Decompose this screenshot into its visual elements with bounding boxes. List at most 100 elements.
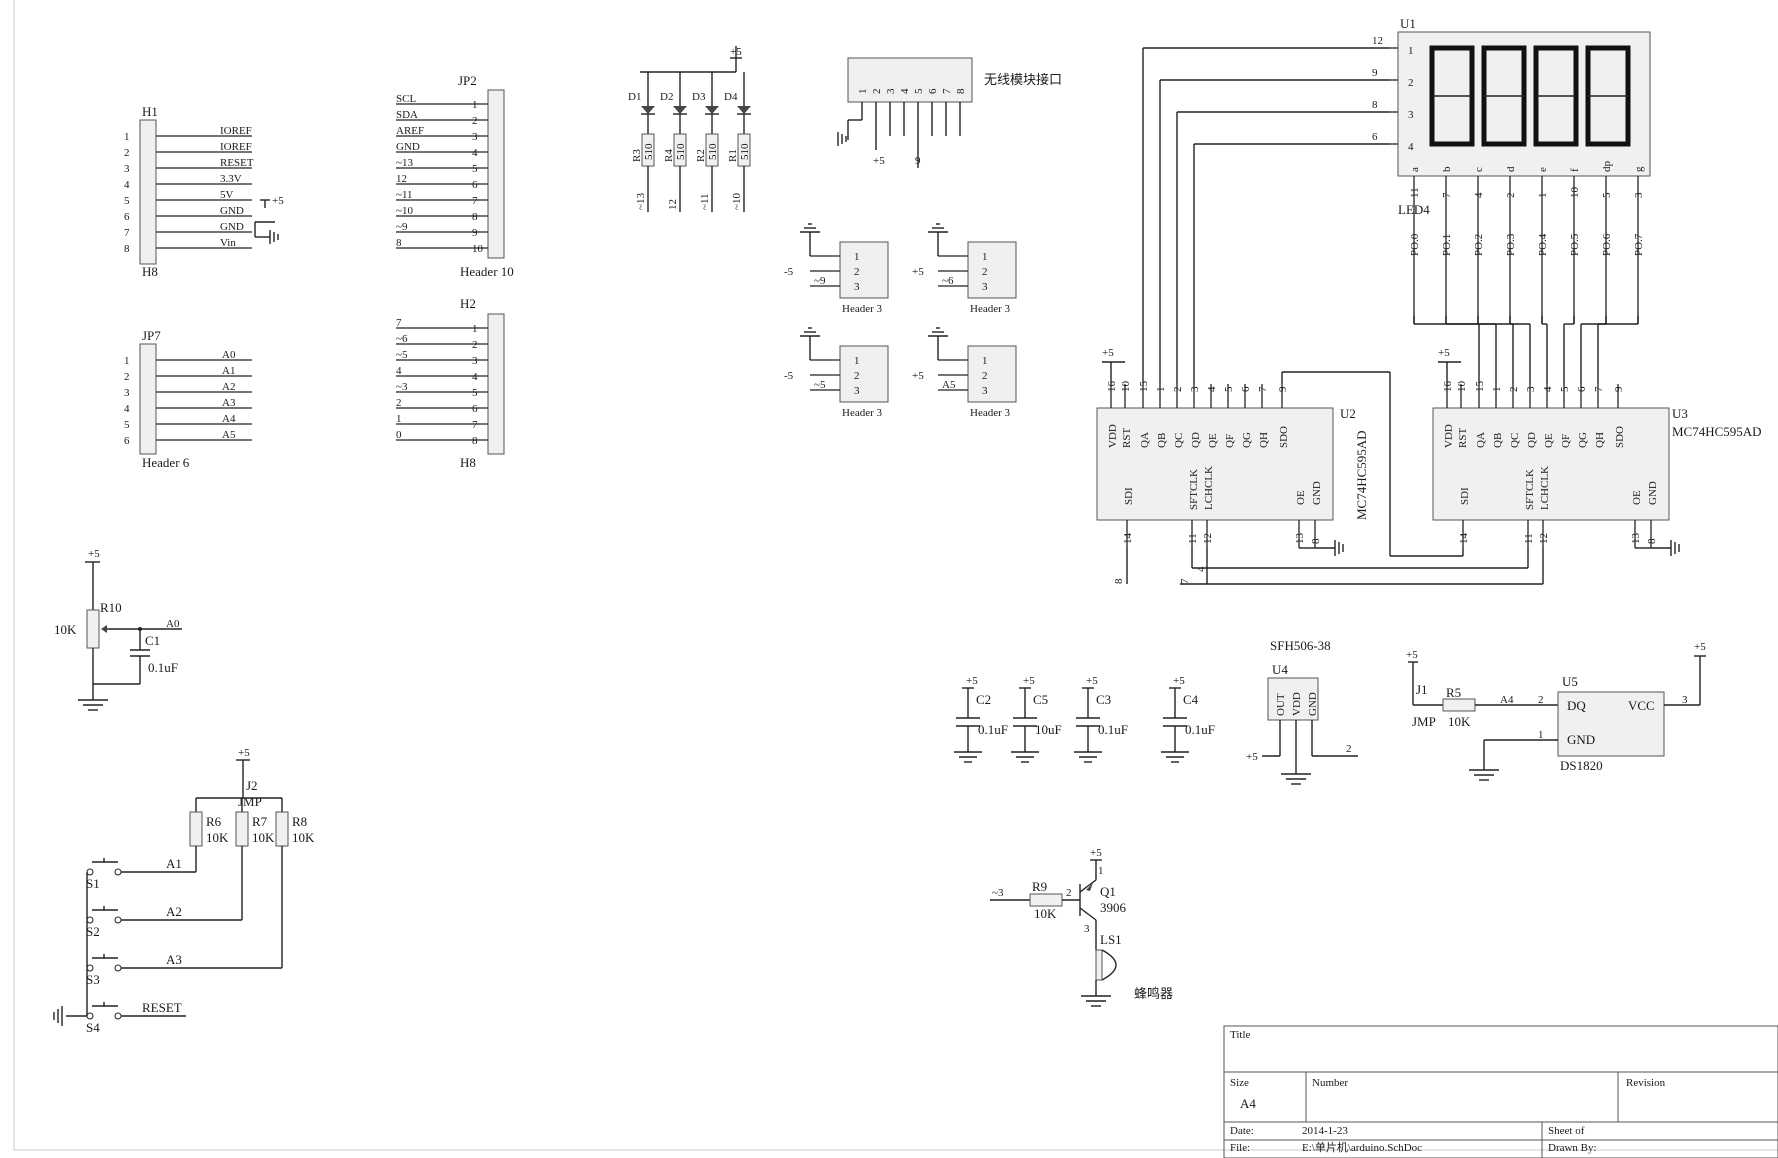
display-net: PO.5 xyxy=(1569,233,1581,256)
jp7-pin-net: A2 xyxy=(222,381,235,393)
led-net: ~13 xyxy=(635,193,647,210)
temp-net: A4 xyxy=(1500,694,1514,706)
button-net: A1 xyxy=(166,856,182,871)
button-res-value: 10K xyxy=(292,830,315,845)
u3-top-num: 9 xyxy=(1613,386,1625,392)
u1-name: LED4 xyxy=(1398,202,1430,217)
ir-pin-out: OUT xyxy=(1275,693,1287,716)
led-res-ref: R4 xyxy=(663,149,675,162)
u3-bottom-pin: SFTCLK xyxy=(1524,469,1536,510)
jp2-pin-num: 2 xyxy=(472,115,478,127)
h2-pin-net: ~5 xyxy=(396,349,408,361)
display-left-pin: 6 xyxy=(1372,131,1378,143)
display-left-pin: 12 xyxy=(1372,35,1383,47)
ir-receiver[interactable]: SFH506-38 U4 OUT VDD GND 2 +5 xyxy=(1246,638,1358,785)
jp7-pin-num: 1 xyxy=(124,355,130,367)
display-net: PO.3 xyxy=(1505,233,1517,256)
u3-bottom-pin: LCHCLK xyxy=(1539,466,1551,510)
temp-res-ref: R5 xyxy=(1446,685,1461,700)
jp2-pin-num: 6 xyxy=(472,179,478,191)
jp2-pin-num: 5 xyxy=(472,163,478,175)
tb-file: E:\单片机\arduino.SchDoc xyxy=(1302,1140,1422,1154)
jp2-pin-num: 10 xyxy=(472,243,484,255)
h1-pin-num: 3 xyxy=(124,163,130,175)
temperature-sensor[interactable]: +5 J1 JMP R5 10K A4 U5 DQ VCC GND 2 3 1 … xyxy=(1406,641,1706,781)
header3-pin-num: 3 xyxy=(982,281,988,293)
jp2-pin-net: SCL xyxy=(396,93,416,105)
header3-side: -5 xyxy=(784,370,794,382)
shift-register-u3[interactable]: VDD16RST10QA15QB1QC2QD3QE4QF5QG6QH7SDO9S… xyxy=(1432,347,1762,556)
u3-bottom-pin: SDI xyxy=(1459,487,1471,505)
tb-file-label: File: xyxy=(1230,1142,1250,1154)
u2-bottom-num: 8 xyxy=(1310,538,1322,544)
button-res-ref: R6 xyxy=(206,814,222,829)
button-array[interactable]: +5J2JMPR610KR710KR810KS1A1S2A2S3A3S4RESE… xyxy=(53,747,315,1035)
led-array[interactable]: +5 D1510R3~13D2510R412D3510R2~11D4510R1~… xyxy=(628,46,751,212)
button-net: RESET xyxy=(142,1000,182,1015)
u3-top-pin: QF xyxy=(1560,434,1572,448)
display-net: PO.7 xyxy=(1633,233,1645,256)
u2-bottom-num: 11 xyxy=(1187,533,1199,544)
u2-top-num: 10 xyxy=(1120,381,1132,393)
led-ref: D1 xyxy=(628,91,641,103)
segment-digit xyxy=(1429,45,1475,147)
u3-top-num: 4 xyxy=(1542,386,1554,392)
potentiometer[interactable]: +5 R10 10K A0 C1 0.1uF xyxy=(54,548,182,711)
title-block: Title Size A4 Number Revision Date: 2014… xyxy=(1223,1025,1778,1158)
display-bottom-pin: d xyxy=(1505,166,1517,172)
buttons-jmp-ref: J2 xyxy=(246,778,258,793)
buzzer-circuit[interactable]: ~3 R9 10K +5 Q1 3906 1 2 3 LS1 蜂鸣器 xyxy=(990,847,1173,1007)
cap-power: +5 xyxy=(1023,675,1035,687)
temp-num-vcc: 3 xyxy=(1682,694,1688,706)
h2-pin-num: 7 xyxy=(472,419,478,431)
led-diode-icon xyxy=(641,106,655,114)
jp2-pin-net: ~9 xyxy=(396,221,408,233)
display-left-num: 2 xyxy=(1408,77,1414,89)
u2-bottom-pin: OE xyxy=(1295,490,1307,505)
header3-net: ~6 xyxy=(942,275,954,287)
u2-power: +5 xyxy=(1102,347,1114,359)
u2-top-num: 7 xyxy=(1257,386,1269,392)
h1-power: +5 xyxy=(272,195,284,207)
display-bus-wires xyxy=(1142,47,1639,585)
buttons-power: +5 xyxy=(238,747,250,759)
display-left-num: 1 xyxy=(1408,45,1414,57)
u3-bottom-num: 13 xyxy=(1630,533,1642,545)
pot-cap-ref: C1 xyxy=(145,633,160,648)
button-res-ref: R8 xyxy=(292,814,307,829)
wireless-pin-num: 3 xyxy=(885,88,897,94)
header3-pin-num: 3 xyxy=(854,385,860,397)
header3-name: Header 3 xyxy=(970,407,1011,419)
display-left-num: 3 xyxy=(1408,109,1414,121)
header3-pin-num: 1 xyxy=(982,355,988,367)
buzzer-res-value: 10K xyxy=(1034,906,1057,921)
led-power: +5 xyxy=(730,46,742,58)
u3-top-pin: SDO xyxy=(1614,426,1626,448)
u3-bottom-pin: OE xyxy=(1631,490,1643,505)
ir-net: 2 xyxy=(1346,743,1352,755)
display-bottom-num: 5 xyxy=(1601,192,1613,198)
u2-bottom-num: 12 xyxy=(1202,533,1214,544)
jp7-pin-net: A5 xyxy=(222,429,236,441)
display-bottom-num: 2 xyxy=(1505,193,1517,199)
tb-title: Title xyxy=(1230,1029,1251,1041)
cap-power: +5 xyxy=(1086,675,1098,687)
seven-segment-display[interactable]: U1 121928364a11PO.0b7PO.1c4PO.2d2PO.3e1P… xyxy=(1372,16,1651,316)
wireless-net-power: +5 xyxy=(873,155,885,167)
header-jp2[interactable]: JP2 1SCL2SDA3AREF4GND5~136127~118~109~91… xyxy=(396,73,514,279)
u2-bottom-num: 14 xyxy=(1122,533,1134,545)
h2-pin-net: 1 xyxy=(396,413,402,425)
u2-top-num: 4 xyxy=(1206,386,1218,392)
cap-ref: C4 xyxy=(1183,692,1199,707)
button-switch-ref: S1 xyxy=(86,876,100,891)
shift-register-u2[interactable]: VDD16RST10QA15QB1QC2QD3QE4QF5QG6QH7SDO9S… xyxy=(1096,347,1369,584)
jp2-pin-net: AREF xyxy=(396,125,424,137)
led-res-value: 510 xyxy=(675,143,687,160)
